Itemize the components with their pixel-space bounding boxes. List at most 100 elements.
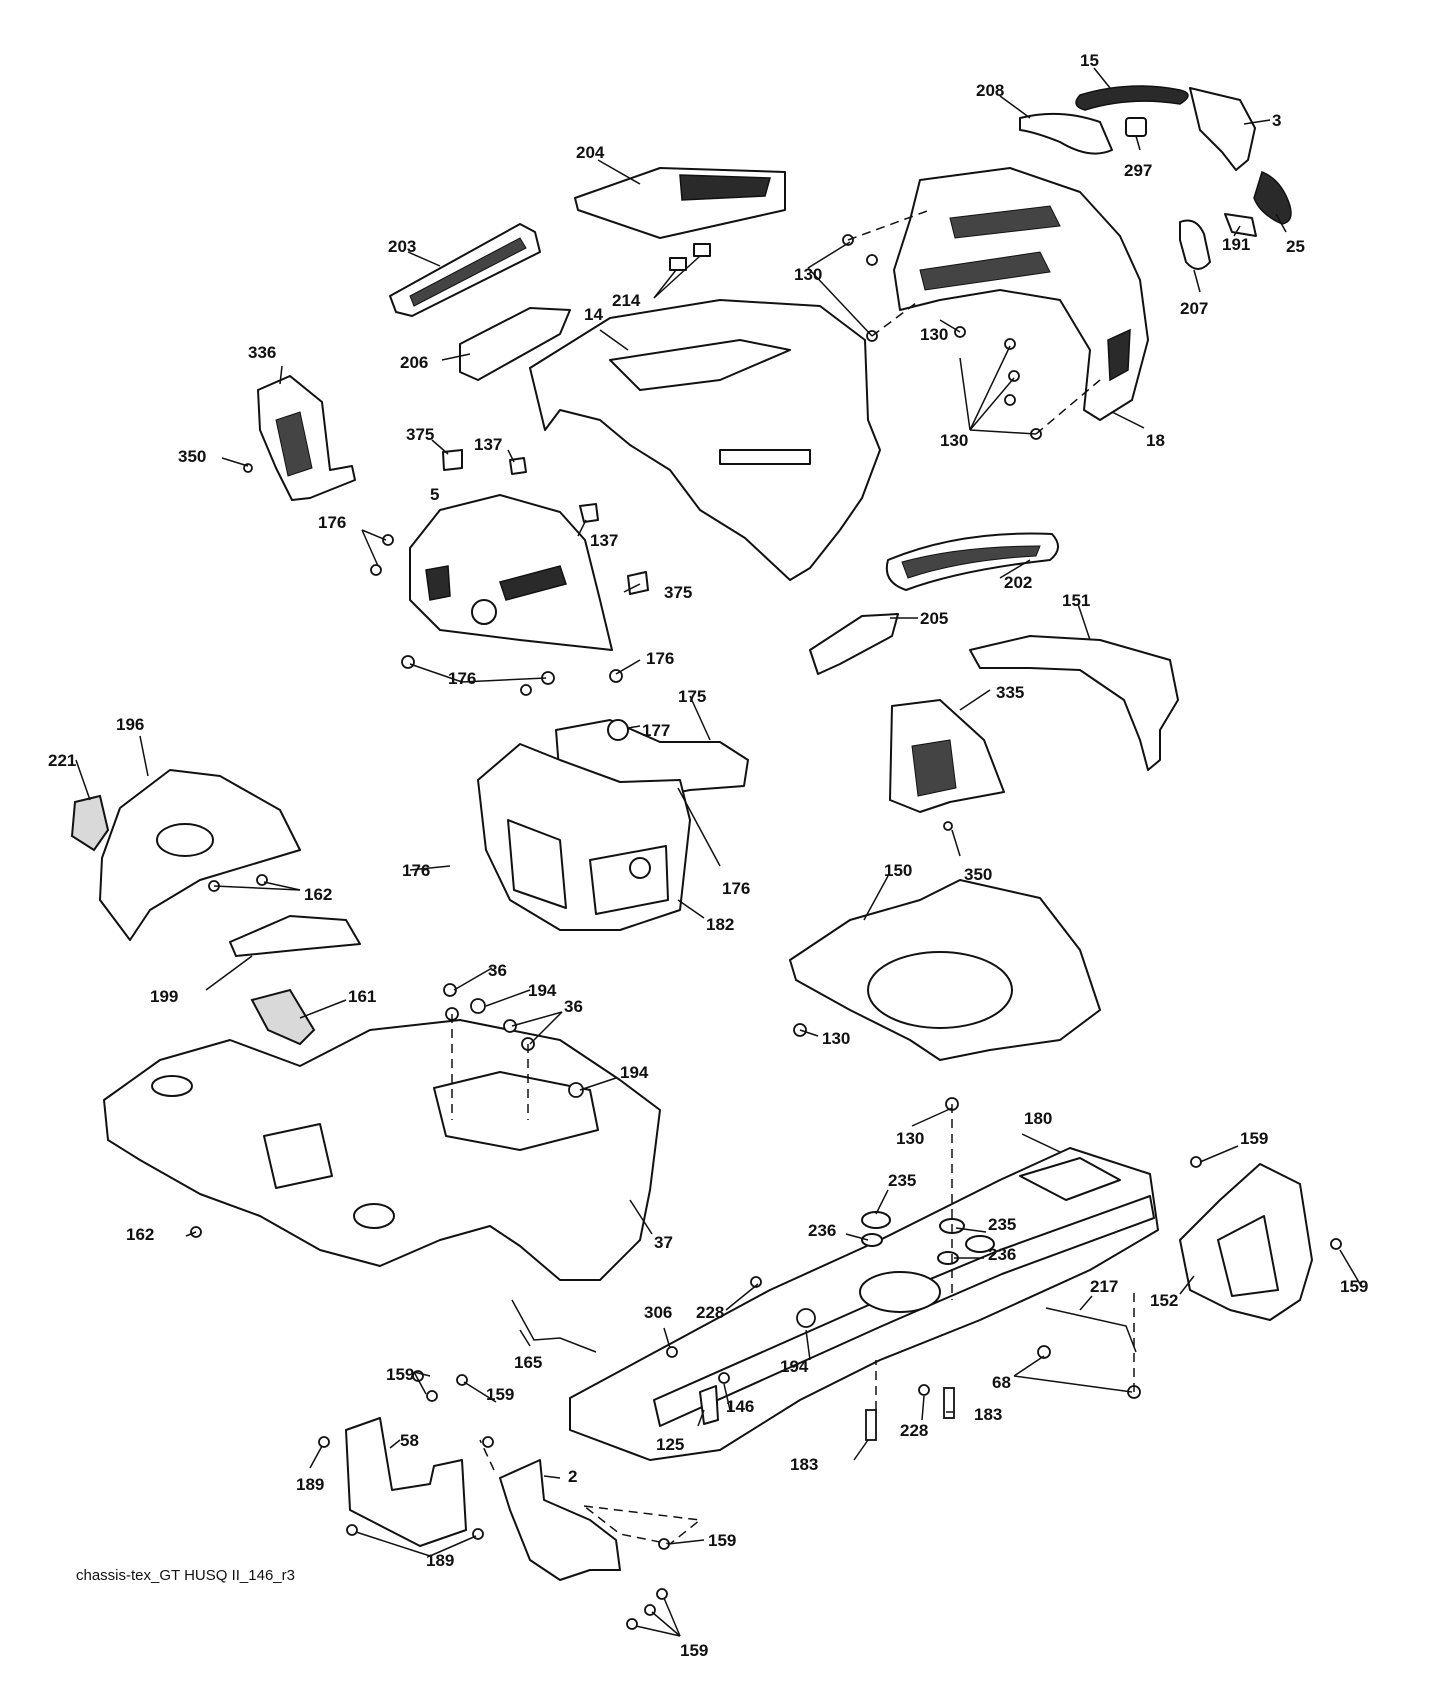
label-159b: 159: [1340, 1277, 1368, 1296]
part-375a: [442, 449, 463, 471]
part-37-panel: [433, 1071, 599, 1151]
label-180: 180: [1024, 1109, 1052, 1128]
label-336: 336: [248, 343, 276, 362]
bolt-228a: [750, 1276, 762, 1288]
label-159d: 159: [486, 1385, 514, 1404]
label-194b: 194: [620, 1063, 649, 1082]
part-203-mesh: [409, 237, 527, 307]
bolt-176c: [401, 655, 415, 669]
bolt-159f: [482, 1436, 494, 1448]
label-130b: 130: [920, 325, 948, 344]
part-235a: [861, 1211, 891, 1229]
label-25: 25: [1286, 237, 1305, 256]
label-37: 37: [654, 1233, 673, 1252]
label-130a: 130: [794, 265, 822, 284]
bolt-159j: [626, 1618, 638, 1630]
part-177: [607, 719, 629, 741]
part-14: [529, 299, 881, 581]
part-165: [511, 1299, 597, 1353]
label-150: 150: [884, 861, 912, 880]
bolt-130b: [866, 254, 878, 266]
label-206: 206: [400, 353, 428, 372]
bolt-189a: [318, 1436, 330, 1448]
label-204: 204: [576, 143, 605, 162]
label-335: 335: [996, 683, 1024, 702]
bolt-68a: [1037, 1345, 1051, 1359]
label-228b: 228: [900, 1421, 928, 1440]
label-2: 2: [568, 1467, 577, 1486]
label-236a: 236: [808, 1221, 836, 1240]
bolt-228b: [918, 1384, 930, 1396]
part-236a: [861, 1233, 883, 1247]
part-208: [1019, 112, 1113, 155]
bolt-130h: [1008, 370, 1020, 382]
part-37-hole-b: [353, 1203, 395, 1229]
label-152: 152: [1150, 1291, 1178, 1310]
label-18: 18: [1146, 431, 1165, 450]
guide-line-2: [871, 299, 921, 337]
label-350a: 350: [178, 447, 206, 466]
diagram-caption: chassis-tex_GT HUSQ II_146_r3: [76, 1567, 295, 1584]
label-191: 191: [1222, 235, 1250, 254]
label-159f: 159: [680, 1641, 708, 1660]
part-15: [1075, 85, 1189, 111]
part-5-display: [499, 565, 567, 601]
part-182-knob: [629, 857, 651, 879]
part-3: [1189, 87, 1256, 171]
part-196-cupholder: [156, 823, 214, 857]
nut-194a: [470, 998, 486, 1014]
bolt-189b: [346, 1524, 358, 1536]
part-152-inner: [1217, 1215, 1279, 1297]
label-221: 221: [48, 751, 76, 770]
part-214a: [669, 257, 687, 271]
part-199: [229, 915, 361, 957]
bolt-36c: [503, 1019, 517, 1033]
label-162b: 162: [126, 1225, 154, 1244]
label-130c: 130: [940, 431, 968, 450]
bolt-159d: [426, 1390, 438, 1402]
label-137a: 137: [474, 435, 502, 454]
bolt-159b: [1330, 1238, 1342, 1250]
label-202: 202: [1004, 573, 1032, 592]
label-183a: 183: [790, 1455, 818, 1474]
part-5: [409, 494, 613, 651]
part-375b: [627, 571, 649, 595]
label-151: 151: [1062, 591, 1090, 610]
part-37: [103, 1019, 661, 1281]
label-350b: 350: [964, 865, 992, 884]
label-194a: 194: [528, 981, 557, 1000]
part-161: [250, 988, 316, 1046]
label-137b: 137: [590, 531, 618, 550]
label-235b: 235: [988, 1215, 1016, 1234]
part-25: [1253, 171, 1292, 225]
label-176b: 176: [646, 649, 674, 668]
part-180-hole-a: [859, 1271, 941, 1313]
bolt-36a: [443, 983, 457, 997]
label-162a: 162: [304, 885, 332, 904]
part-204-slots: [679, 174, 771, 201]
bolt-159h: [656, 1588, 668, 1600]
guide-line-10: [479, 1439, 495, 1471]
bolt-183a: [865, 1409, 877, 1441]
label-199: 199: [150, 987, 178, 1006]
label-182: 182: [706, 915, 734, 934]
label-68: 68: [992, 1373, 1011, 1392]
part-5-gauge: [471, 599, 497, 625]
bolt-159a: [1190, 1156, 1202, 1168]
bolt-176b: [370, 564, 382, 576]
part-194c: [796, 1308, 816, 1328]
bolt-130g: [1004, 338, 1016, 350]
bolt-350b: [943, 821, 953, 831]
bolt-189c: [472, 1528, 484, 1540]
part-297: [1125, 117, 1147, 137]
label-159e: 159: [708, 1531, 736, 1550]
label-176a: 176: [318, 513, 346, 532]
label-161: 161: [348, 987, 376, 1006]
label-235a: 235: [888, 1171, 916, 1190]
label-228a: 228: [696, 1303, 724, 1322]
label-375a: 375: [406, 425, 434, 444]
part-18-mesh-a: [949, 205, 1061, 239]
label-189b: 189: [426, 1551, 454, 1570]
